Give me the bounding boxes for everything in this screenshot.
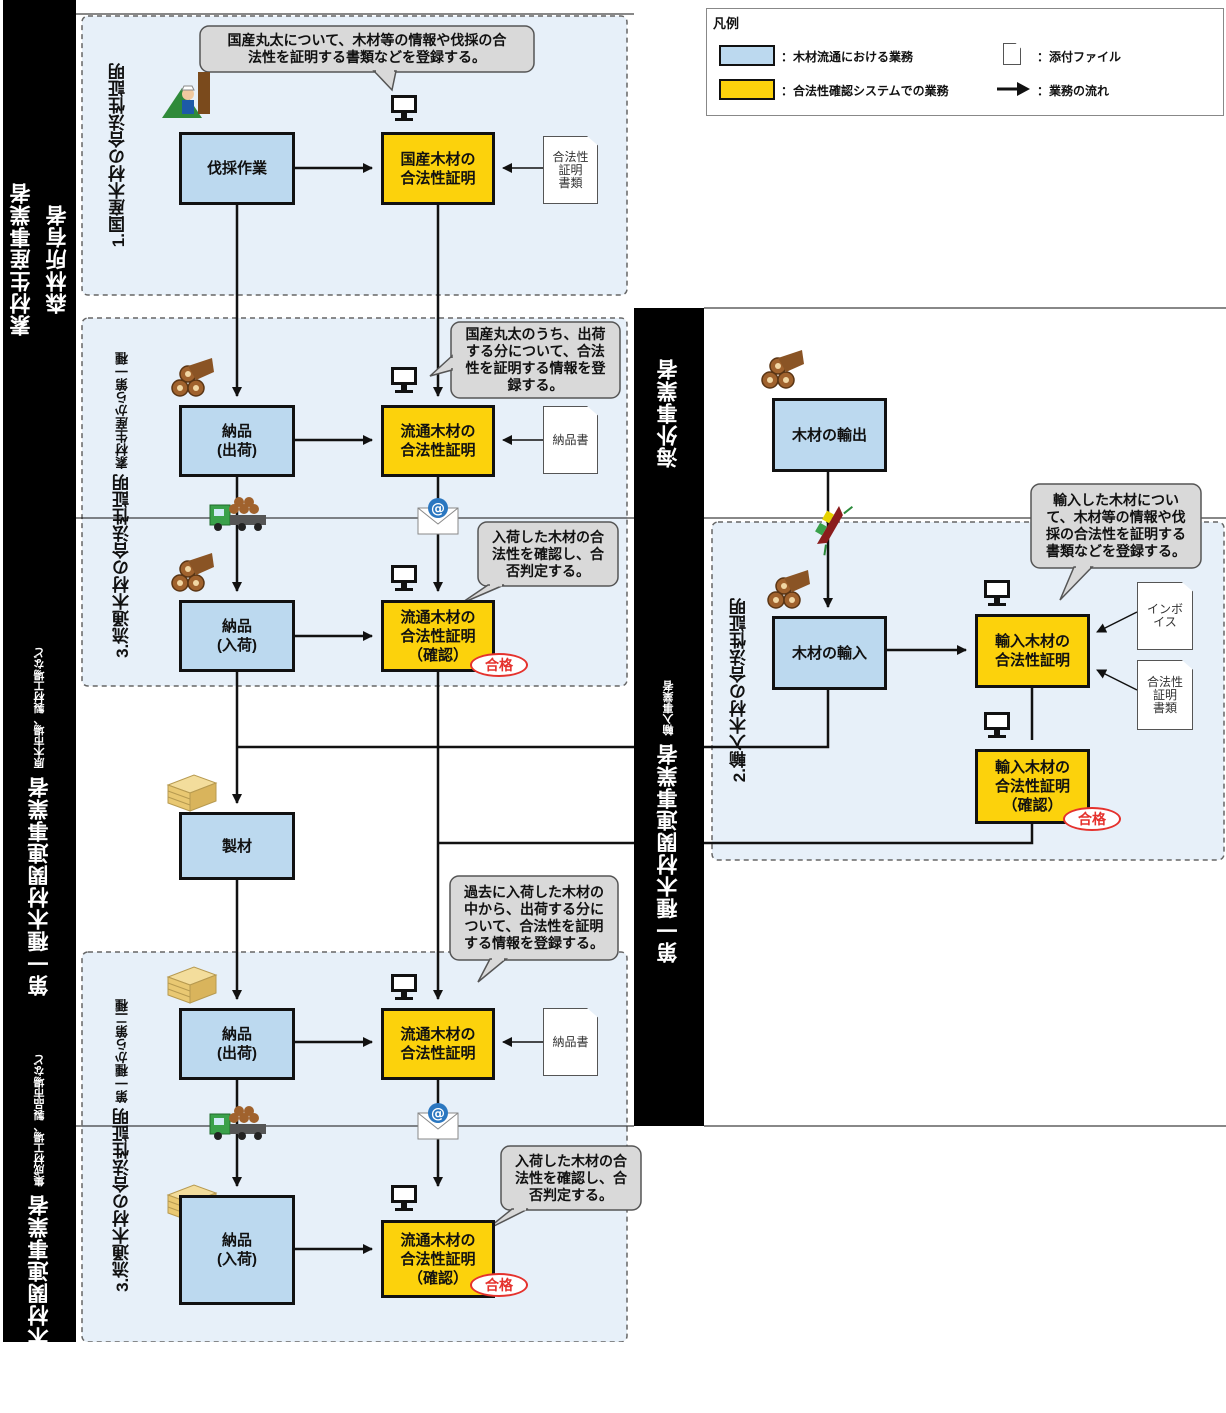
distribution-proof-2-box[interactable]: 流通木材の 合法性証明 bbox=[381, 1008, 495, 1080]
doc-delivery-note: 納品書 bbox=[543, 406, 598, 474]
lane-forest-owner: 森林所有者 bbox=[40, 0, 76, 518]
ship-icon bbox=[815, 505, 854, 556]
section-distribution-2-title: 3.流通木材の合法性証明 bbox=[112, 1107, 132, 1292]
log-pile-icon bbox=[761, 349, 805, 389]
section-import-label: 2.輸入木材の合法性証明 bbox=[729, 597, 749, 783]
lane-daini-sub: 集成材工場、製品市場など bbox=[33, 1054, 46, 1187]
lane-overseas: 海外事業者 bbox=[634, 308, 704, 518]
legend: 凡例 ：木材流通における業務 ：合法性確認システムでの業務 ：添付ファイル ：業… bbox=[706, 8, 1224, 116]
doc-delivery-note: 納品書 bbox=[543, 1008, 598, 1076]
delivery-receiving-2-box[interactable]: 納品 (入荷) bbox=[179, 1195, 295, 1305]
lane-importer-label: 第一種木材関連事業者 bbox=[657, 742, 680, 963]
distribution-confirm-2-box[interactable]: 流通木材の 合法性証明 （確認） bbox=[381, 1220, 495, 1298]
lane-sozai: 素材生産事業者 bbox=[3, 0, 40, 518]
section-distribution-1-label: 3.流通木材の合法性証明 素材生産から第一種 bbox=[92, 330, 152, 680]
logger-icon bbox=[162, 72, 210, 118]
lane-daini-label: 第二種木材関連事業者 bbox=[27, 1193, 51, 1413]
import-proof-box[interactable]: 輸入木材の 合法性証明 bbox=[975, 614, 1090, 688]
export-box[interactable]: 木材の輸出 bbox=[772, 398, 887, 472]
callout-receive-1: 入荷した木材の合 法性を確認し、合 否判定する。 bbox=[492, 528, 604, 579]
callout-domestic: 国産丸太について、木材等の情報や伐採の合 法性を証明する書類などを登録する。 bbox=[227, 32, 507, 65]
import-confirm-box[interactable]: 輸入木材の 合法性証明 （確認） bbox=[975, 749, 1090, 824]
lane-daiichi-sub: 原木市場、製材工場など bbox=[33, 648, 46, 770]
section-domestic-label: 1.国産木材の合法性証明 bbox=[108, 62, 128, 248]
callout-distribution-1: 国産丸太のうち、出荷 する分について、合法 性を証明する情報を登 録する。 bbox=[465, 326, 606, 393]
section-distribution-1-sub: 素材生産から第一種 bbox=[114, 352, 130, 470]
lane-importer: 第一種木材関連事業者 輸入事業者 bbox=[634, 518, 704, 1126]
pass-badge: 合格 bbox=[470, 653, 528, 677]
doc-invoice: インボ イス bbox=[1137, 582, 1193, 650]
delivery-shipping-1-box[interactable]: 納品 (出荷) bbox=[179, 405, 295, 477]
file-icon bbox=[1003, 43, 1021, 65]
arrow-icon bbox=[997, 82, 1030, 96]
region-import bbox=[711, 521, 1225, 861]
callout-import: 輸入した木材につい て、木材等の情報や伐 採の合法性を証明する 書類などを登録す… bbox=[1046, 492, 1186, 559]
callout-receive-2: 入荷した木材の合 法性を確認し、合 否判定する。 bbox=[515, 1152, 627, 1203]
delivery-shipping-2-box[interactable]: 納品 (出荷) bbox=[179, 1008, 295, 1080]
domestic-proof-box[interactable]: 国産木材の 合法性証明 bbox=[381, 132, 495, 205]
doc-legality-proof: 合法性 証明 書類 bbox=[1137, 660, 1193, 730]
logging-box[interactable]: 伐採作業 bbox=[179, 132, 295, 205]
legend-blue-swatch bbox=[719, 45, 775, 66]
doc-legality-proof: 合法性 証明 書類 bbox=[543, 136, 598, 204]
distribution-proof-1-box[interactable]: 流通木材の 合法性証明 bbox=[381, 405, 495, 477]
lane-daiichi: 第一種木材関連事業者 原木市場、製材工場など bbox=[3, 518, 76, 1126]
pass-badge: 合格 bbox=[1063, 807, 1121, 831]
section-distribution-1-title: 3.流通木材の合法性証明 bbox=[112, 473, 132, 658]
lane-daini: 第二種木材関連事業者 集成材工場、製品市場など bbox=[3, 1055, 76, 1413]
lane-daiichi-label: 第一種木材関連事業者 bbox=[27, 775, 51, 996]
import-box[interactable]: 木材の輸入 bbox=[772, 616, 887, 690]
section-distribution-2-sub: 第一種から第二種 bbox=[114, 998, 130, 1103]
section-distribution-2-label: 3.流通木材の合法性証明 第一種から第二種 bbox=[92, 999, 152, 1292]
legend-file-label: ：添付ファイル bbox=[1037, 50, 1122, 64]
legend-yellow-swatch bbox=[719, 79, 775, 100]
sawmill-box[interactable]: 製材 bbox=[179, 812, 295, 880]
lane-importer-sub: 輸入事業者 bbox=[663, 681, 675, 737]
legend-title: 凡例 bbox=[713, 16, 740, 31]
pass-badge: 合格 bbox=[470, 1273, 528, 1297]
legend-blue-label: ：木材流通における業務 bbox=[781, 50, 914, 64]
callout-distribution-2: 過去に入荷した木材の 中から、出荷する分に ついて、合法性を証明 する情報を登録… bbox=[464, 884, 604, 951]
region-domestic bbox=[81, 15, 628, 296]
legend-flow-label: ：業務の流れ bbox=[1037, 84, 1110, 98]
legend-yellow-label: ：合法性確認システムでの業務 bbox=[781, 84, 949, 98]
lumber-stack-icon bbox=[167, 774, 217, 812]
delivery-receiving-1-box[interactable]: 納品 (入荷) bbox=[179, 600, 295, 672]
